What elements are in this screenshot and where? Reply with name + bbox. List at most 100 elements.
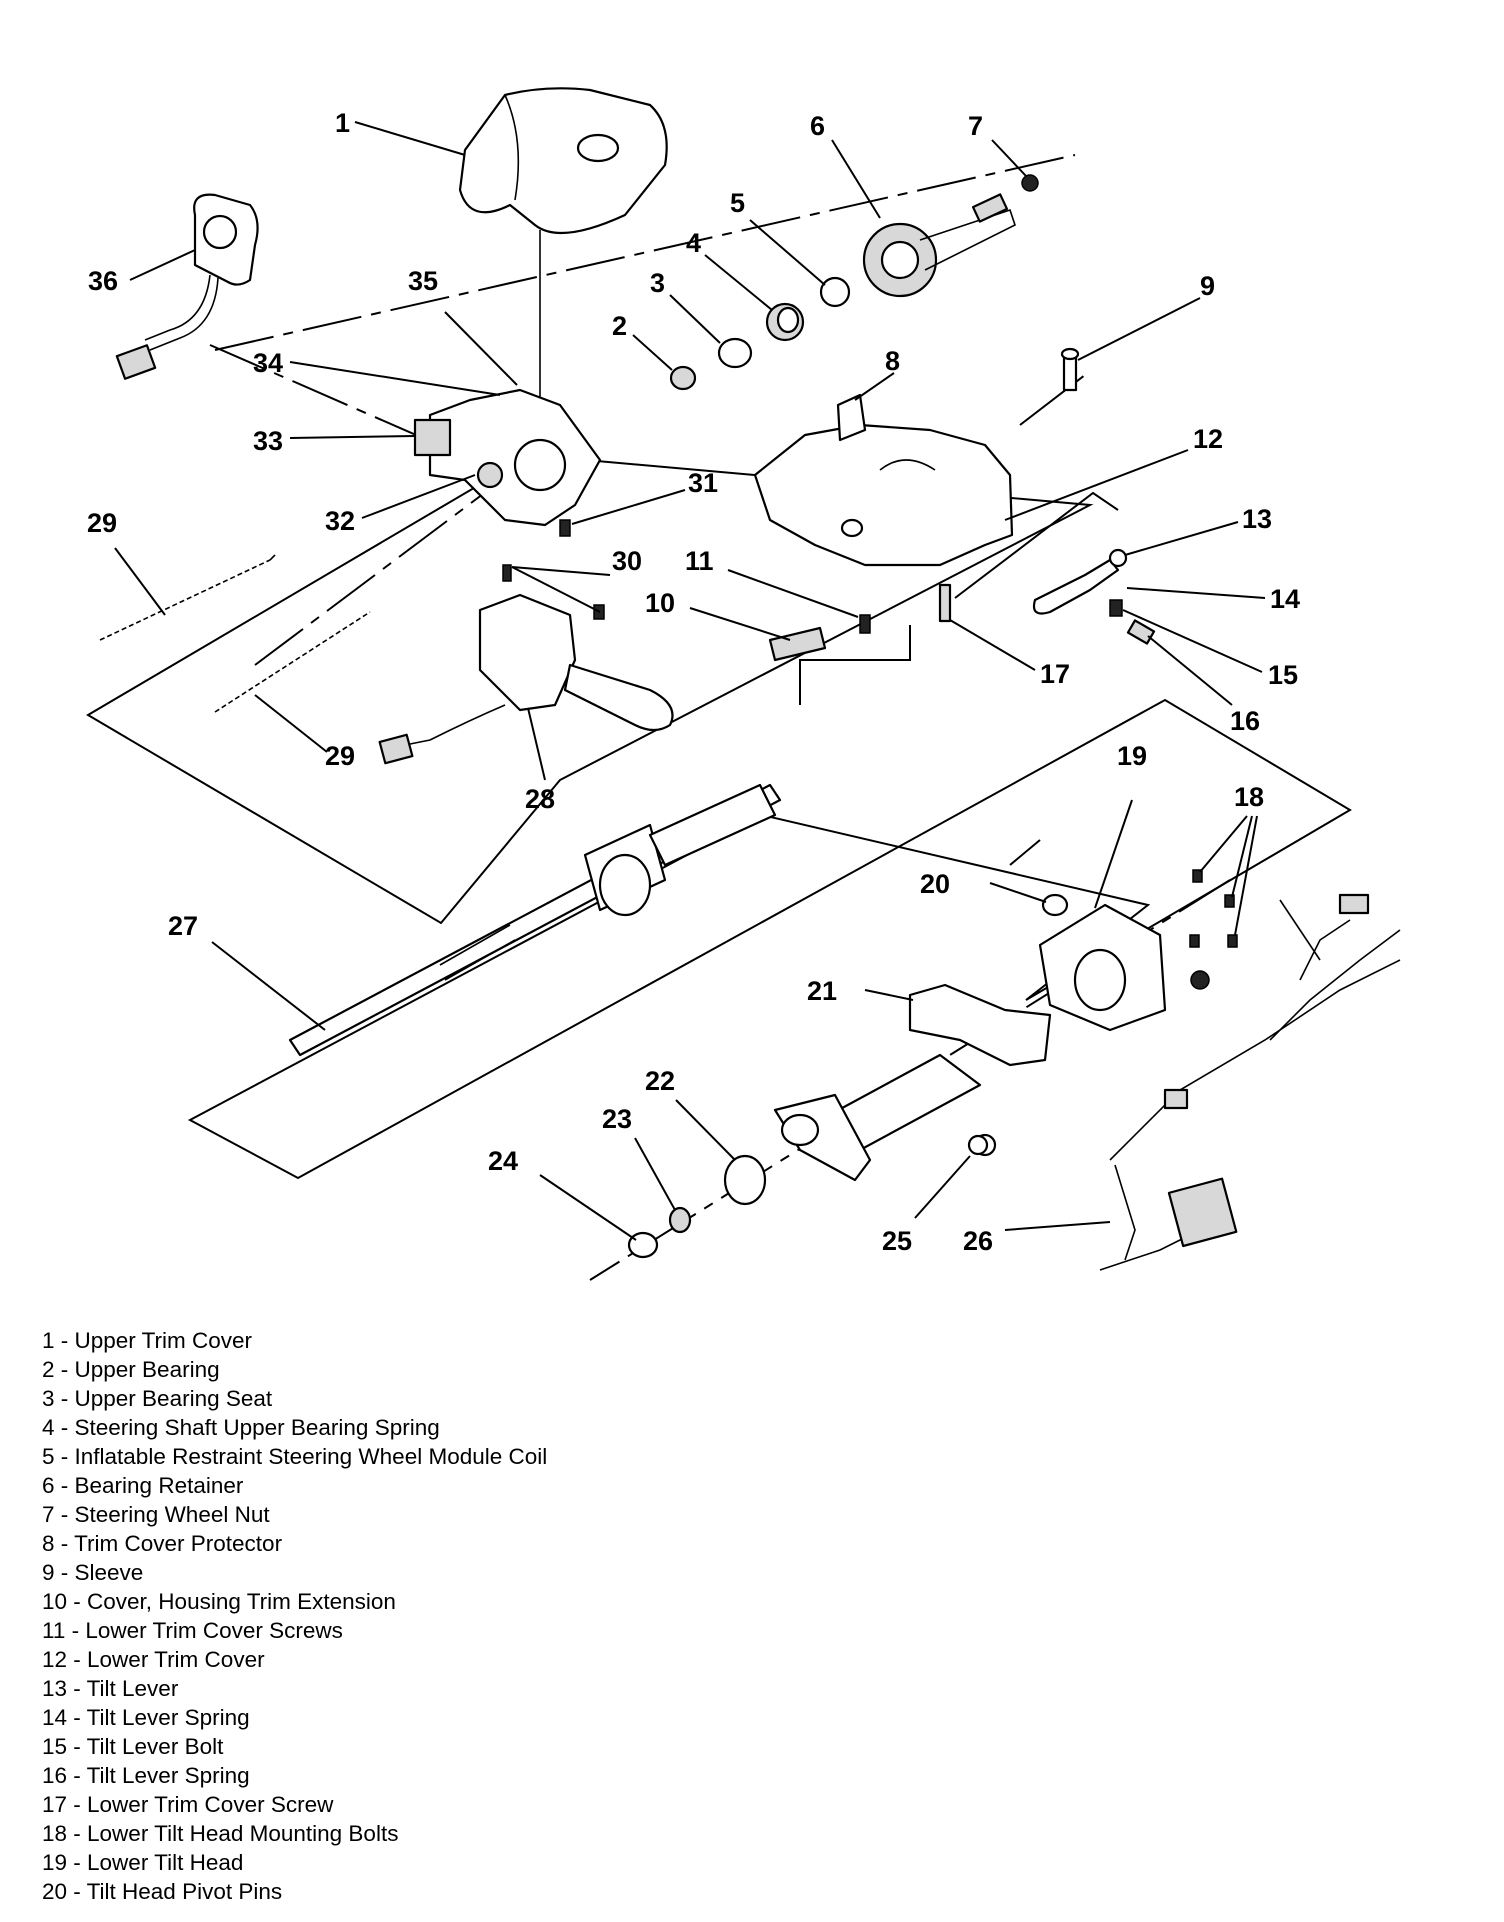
legend-item-separator: -	[67, 1647, 88, 1672]
callout-35: 35	[408, 266, 438, 296]
legend-item-separator: -	[65, 1618, 86, 1643]
callout-34: 34	[253, 348, 283, 378]
lower-trim-cover-part	[753, 393, 1014, 567]
legend-item: 15 - Tilt Lever Bolt	[42, 1732, 547, 1761]
callout-13: 13	[1242, 504, 1272, 534]
callout-15: 15	[1268, 660, 1298, 690]
callout-20: 20	[920, 869, 950, 899]
legend-item-number: 7	[42, 1502, 55, 1527]
legend-item-separator: -	[67, 1792, 88, 1817]
stud-part	[967, 1134, 989, 1156]
legend-item-separator: -	[54, 1386, 75, 1411]
legend-item: 10 - Cover, Housing Trim Extension	[42, 1587, 547, 1616]
legend-item-separator: -	[54, 1328, 75, 1353]
callout-29-upper: 29	[87, 508, 117, 538]
legend-item-text: Trim Cover Protector	[74, 1531, 283, 1556]
callout-8: 8	[885, 346, 900, 376]
tilt-lever-part	[1032, 548, 1156, 645]
callout-33: 33	[253, 426, 283, 456]
callout-24: 24	[488, 1146, 518, 1176]
legend-item-text: Tilt Lever Spring	[86, 1763, 250, 1788]
legend-item-text: Lower Tilt Head Mounting Bolts	[87, 1821, 399, 1846]
legend-item-text: Tilt Lever Bolt	[86, 1734, 224, 1759]
upper-trim-cover-part	[458, 87, 668, 410]
callout-36: 36	[88, 266, 118, 296]
callout-21: 21	[807, 976, 837, 1006]
legend-item-number: 13	[42, 1676, 68, 1701]
callout-5: 5	[730, 188, 745, 218]
legend-item: 19 - Lower Tilt Head	[42, 1848, 547, 1877]
legend-item-text: Steering Wheel Nut	[74, 1502, 270, 1527]
legend-item-number: 17	[42, 1792, 68, 1817]
legend-item-separator: -	[67, 1821, 88, 1846]
legend-item-number: 6	[42, 1473, 55, 1498]
legend-item-text: Bearing Retainer	[74, 1473, 244, 1498]
callout-25: 25	[882, 1226, 912, 1256]
legend-item-separator: -	[67, 1763, 87, 1788]
legend-item-separator: -	[54, 1473, 75, 1498]
steering-wheel-nut-part	[1021, 174, 1039, 192]
callout-19: 19	[1117, 741, 1147, 771]
legend-item-text: Tilt Lever	[86, 1676, 179, 1701]
column-jacket-part	[773, 983, 1052, 1182]
legend-item: 20 - Tilt Head Pivot Pins	[42, 1877, 547, 1906]
callout-1: 1	[335, 108, 350, 138]
legend-item-text: Tilt Head Pivot Pins	[86, 1879, 283, 1904]
lower-tilt-head-part	[1038, 869, 1238, 1032]
legend-item-text: Lower Trim Cover Screw	[87, 1792, 334, 1817]
legend-item: 12 - Lower Trim Cover	[42, 1645, 547, 1674]
axis-lines	[209, 154, 1231, 1281]
legend-item-number: 3	[42, 1386, 55, 1411]
legend-item-text: Inflatable Restraint Steering Wheel Modu…	[74, 1444, 548, 1469]
legend-item: 16 - Tilt Lever Spring	[42, 1761, 547, 1790]
legend-item-number: 12	[42, 1647, 68, 1672]
legend-item-number: 1	[42, 1328, 55, 1353]
callout-12: 12	[1193, 424, 1223, 454]
legend-item-number: 2	[42, 1357, 55, 1382]
legend-item-separator: -	[54, 1502, 75, 1527]
legend-item-text: Upper Trim Cover	[74, 1328, 253, 1353]
callout-9: 9	[1200, 271, 1215, 301]
legend-item-number: 16	[42, 1763, 68, 1788]
callout-18: 18	[1234, 782, 1264, 812]
housing-trim-extension-cover-part	[768, 626, 827, 662]
callout-4: 4	[686, 228, 701, 258]
legend-item: 1 - Upper Trim Cover	[42, 1326, 547, 1355]
callout-labels: 1 2 3 4 5 6 7 8 9 10 11 12 13 14 15 16 1…	[87, 108, 1300, 1256]
bearing-stack-part	[669, 276, 851, 391]
legend-item-separator: -	[67, 1879, 87, 1904]
callout-10: 10	[645, 588, 675, 618]
callout-7: 7	[968, 111, 983, 141]
legend-item-number: 5	[42, 1444, 55, 1469]
legend-item: 14 - Tilt Lever Spring	[42, 1703, 547, 1732]
legend-item-number: 18	[42, 1821, 68, 1846]
callout-28: 28	[525, 784, 555, 814]
turn-signal-switch-part	[378, 564, 674, 765]
legend-item: 18 - Lower Tilt Head Mounting Bolts	[42, 1819, 547, 1848]
legend-item-separator: -	[67, 1589, 88, 1614]
legend-item-number: 20	[42, 1879, 68, 1904]
legend-item: 13 - Tilt Lever	[42, 1674, 547, 1703]
legend-item-number: 10	[42, 1589, 68, 1614]
legend-item: 4 - Steering Shaft Upper Bearing Spring	[42, 1413, 547, 1442]
legend-item: 7 - Steering Wheel Nut	[42, 1500, 547, 1529]
lower-bearing-stack-part	[627, 1154, 767, 1259]
legend-item: 2 - Upper Bearing	[42, 1355, 547, 1384]
callout-26: 26	[963, 1226, 993, 1256]
legend-item-text: Upper Bearing Seat	[74, 1386, 273, 1411]
switch-connector-part	[115, 193, 259, 380]
switch-housing-part	[413, 388, 602, 537]
leader-lines	[114, 121, 1266, 1241]
legend-item-separator: -	[67, 1676, 87, 1701]
legend-item: 5 - Inflatable Restraint Steering Wheel …	[42, 1442, 547, 1471]
legend-item-separator: -	[67, 1705, 87, 1730]
legend-item-text: Lower Trim Cover	[87, 1647, 265, 1672]
callout-11: 11	[685, 546, 714, 576]
legend-item-number: 19	[42, 1850, 68, 1875]
legend-item-text: Sleeve	[74, 1560, 144, 1585]
callout-31: 31	[688, 468, 718, 498]
legend-item-number: 8	[42, 1531, 55, 1556]
callout-17: 17	[1040, 659, 1070, 689]
legend-item-number: 9	[42, 1560, 55, 1585]
